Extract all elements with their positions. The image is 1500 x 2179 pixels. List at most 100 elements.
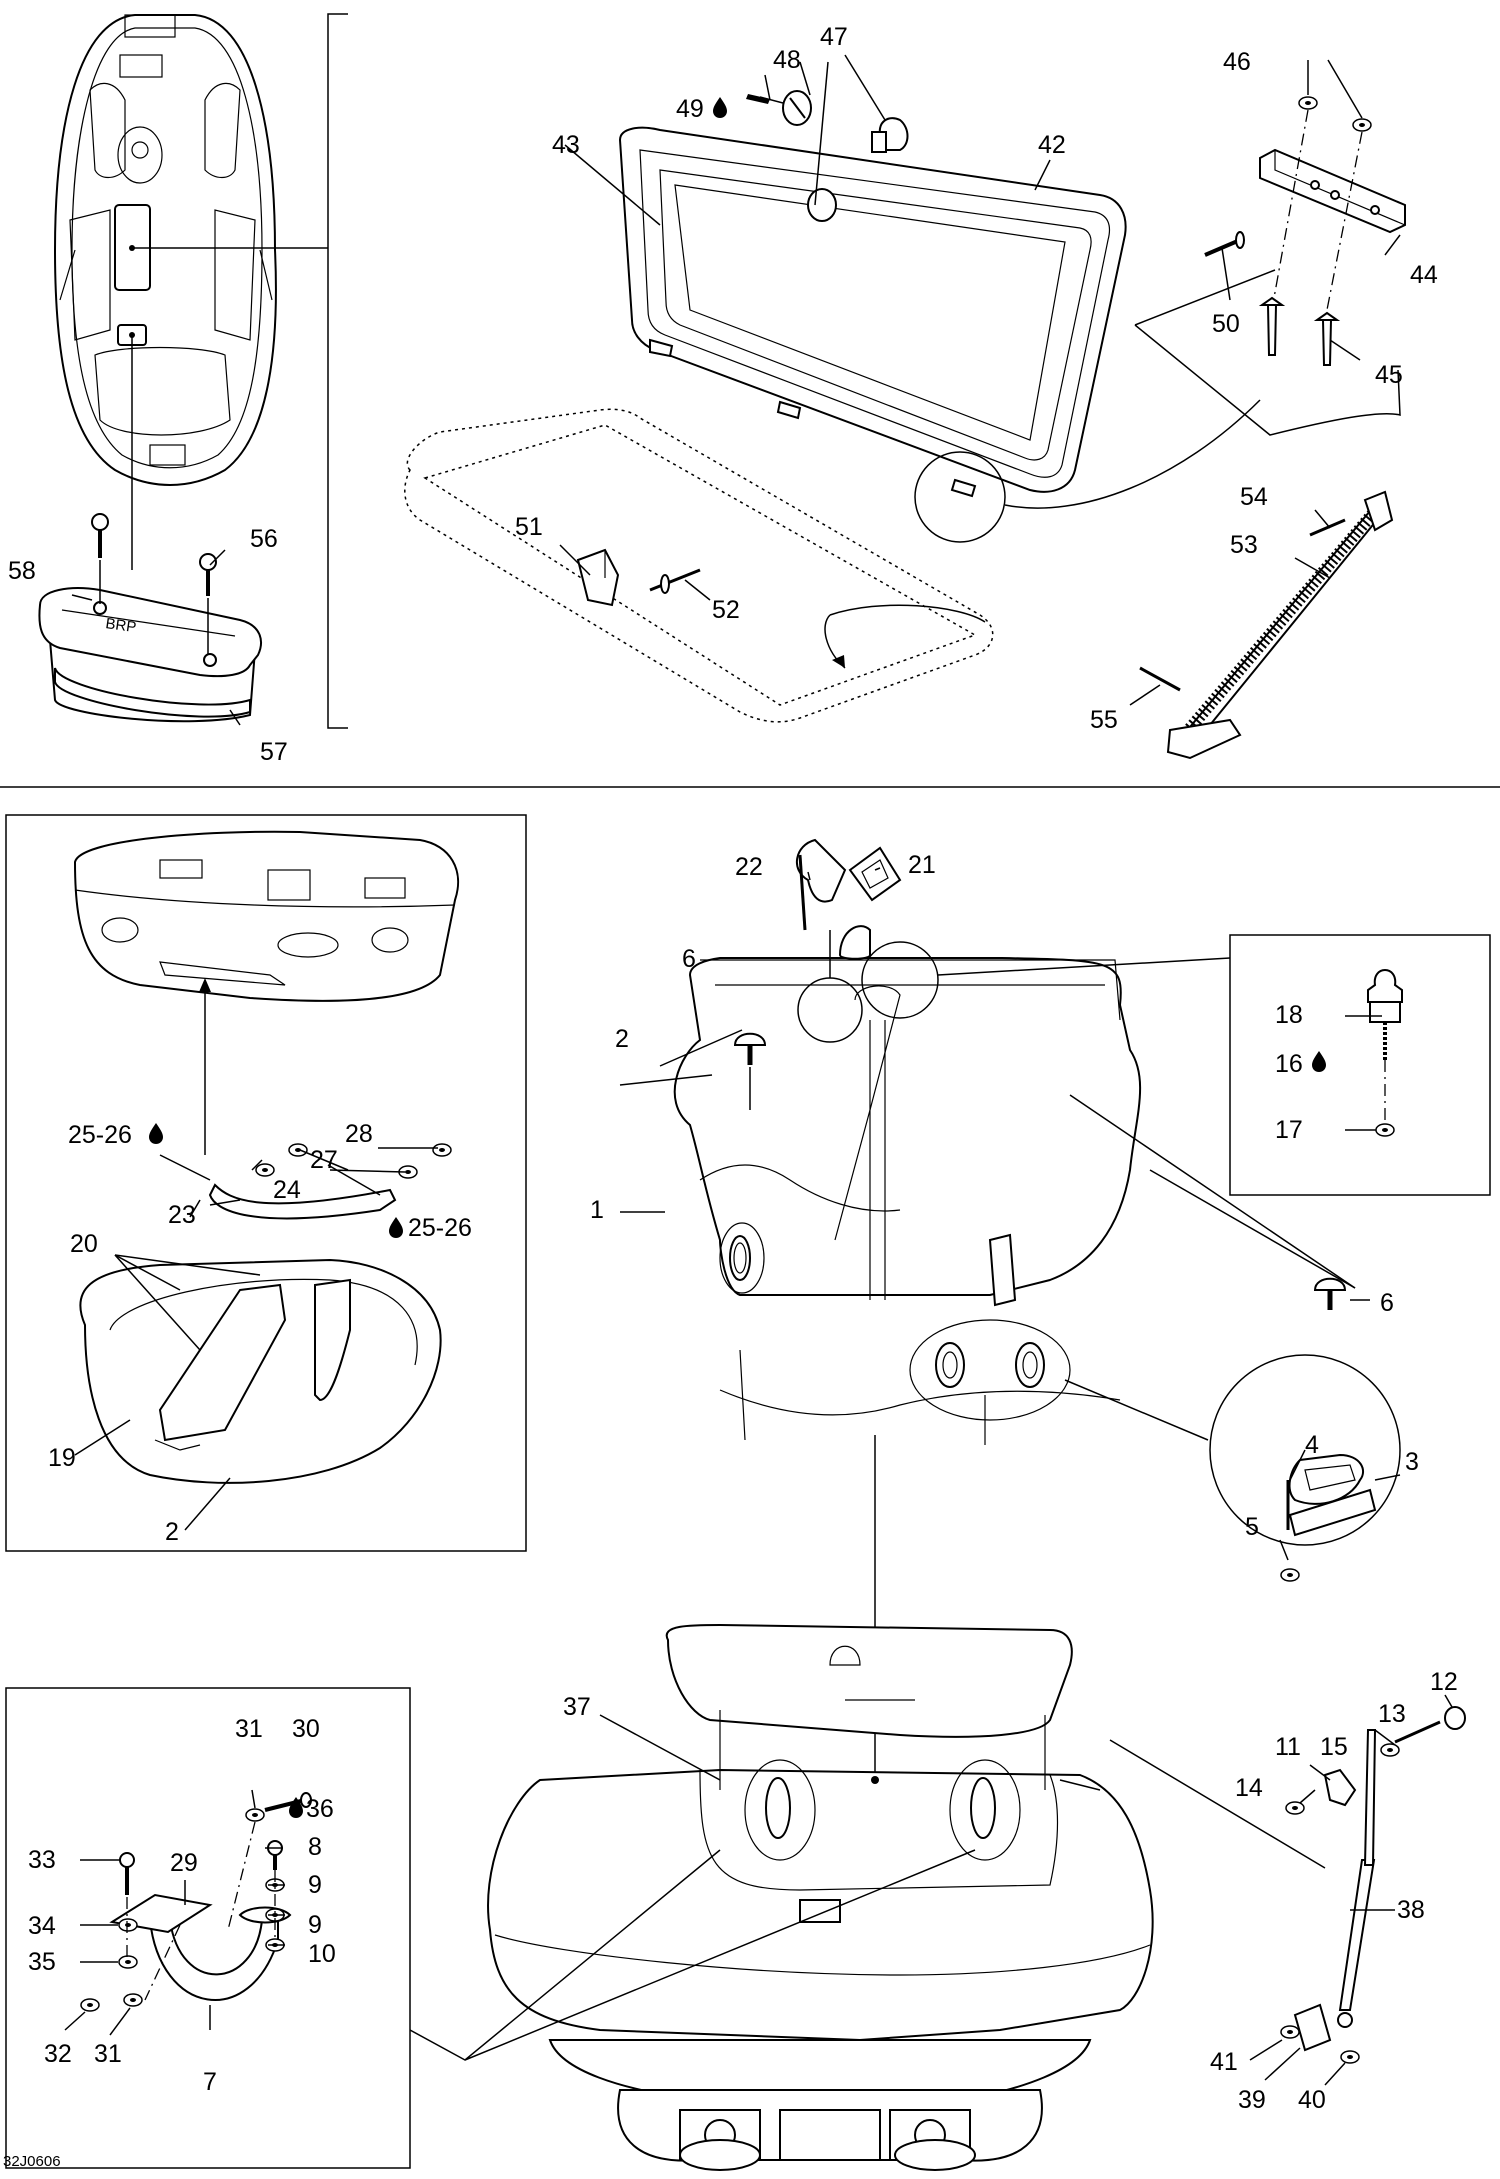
bracket-11 xyxy=(1323,1768,1357,1807)
callout-44: 44 xyxy=(1410,261,1438,289)
screw-33 xyxy=(119,1852,135,1895)
washer-27a xyxy=(255,1163,275,1177)
washer-31b xyxy=(123,1993,143,2007)
tie-base-21 xyxy=(848,846,902,902)
callout-39: 39 xyxy=(1238,2086,1266,2114)
motion-arrow xyxy=(824,604,986,669)
handle-7 xyxy=(148,1919,279,2001)
callout-11: 11 xyxy=(1275,1733,1301,1761)
callout-57: 57 xyxy=(260,738,288,766)
bolt-30 xyxy=(264,1792,312,1812)
detail-circle-16-18 xyxy=(861,941,939,1019)
callout-20: 20 xyxy=(70,1230,98,1258)
callout-8: 8 xyxy=(308,1833,322,1861)
callout-28: 28 xyxy=(345,1120,373,1148)
callout-32: 32 xyxy=(44,2040,72,2068)
push-rivet-6b xyxy=(1313,1277,1347,1310)
gas-spring-38 xyxy=(1337,1729,1377,2028)
callout-6-b: 6 xyxy=(1380,1289,1394,1317)
callout-9-b: 9 xyxy=(308,1911,322,1939)
main-bin-1 xyxy=(673,925,1142,1445)
callout-36: 36 xyxy=(306,1795,334,1823)
bracket-39 xyxy=(1293,2003,1332,2052)
callout-labels: 43 42 48 47 49 46 44 50 45 54 53 55 51 5… xyxy=(3,23,1458,2170)
callout-25-26-a: 25-26 xyxy=(68,1121,132,1149)
grommet-18 xyxy=(1367,969,1403,1060)
callout-24: 24 xyxy=(273,1176,301,1204)
callout-2-b: 2 xyxy=(165,1518,179,1546)
callout-48: 48 xyxy=(773,46,801,74)
callout-19: 19 xyxy=(48,1444,76,1472)
callout-52: 52 xyxy=(712,596,740,624)
callout-23: 23 xyxy=(168,1201,196,1229)
detail-frame xyxy=(1134,269,1401,436)
screw-8 xyxy=(267,1840,283,1870)
callout-15: 15 xyxy=(1320,1733,1348,1761)
callout-38: 38 xyxy=(1397,1896,1425,1924)
detail-box-right xyxy=(1229,934,1491,1196)
callout-13: 13 xyxy=(1378,1700,1406,1728)
cable-tie-22 xyxy=(795,838,847,931)
callout-10: 10 xyxy=(308,1940,336,1968)
callout-41: 41 xyxy=(1210,2048,1238,2076)
rivet-50 xyxy=(1204,231,1245,257)
callout-29: 29 xyxy=(170,1849,198,1877)
spring-53 xyxy=(1166,490,1394,760)
stopper-51 xyxy=(576,548,620,607)
nut-14 xyxy=(1285,1801,1305,1815)
callout-47: 47 xyxy=(820,23,848,51)
cover-plate-logo: BRP xyxy=(104,615,137,636)
callout-7: 7 xyxy=(203,2068,217,2096)
hatch-lid xyxy=(618,126,1127,498)
hinge-strip xyxy=(1259,148,1406,234)
rivet-45a xyxy=(1258,296,1286,356)
rivet-54 xyxy=(1309,518,1346,537)
push-rivet-6a xyxy=(733,1032,767,1065)
callout-35: 35 xyxy=(28,1948,56,1976)
washer-28b xyxy=(432,1143,452,1157)
deck-top-view xyxy=(53,14,277,486)
washer-15 xyxy=(1380,1743,1400,1757)
callout-21: 21 xyxy=(908,851,936,879)
screw-13 xyxy=(1394,1720,1441,1744)
callout-31-a: 31 xyxy=(235,1715,263,1743)
callout-34: 34 xyxy=(28,1912,56,1940)
callout-43: 43 xyxy=(552,131,580,159)
callout-1: 1 xyxy=(590,1196,604,1224)
sealant-drop-icon xyxy=(1312,1051,1326,1072)
drawing-code: 32J0606 xyxy=(3,2153,61,2170)
callout-45: 45 xyxy=(1375,361,1403,389)
sealant-drop-icon xyxy=(713,97,727,118)
sealant-drop-icon xyxy=(149,1123,163,1144)
callout-58: 58 xyxy=(8,557,36,585)
callout-30: 30 xyxy=(292,1715,320,1743)
storage-bin-lid xyxy=(73,830,460,1002)
callout-53: 53 xyxy=(1230,531,1258,559)
storage-bin xyxy=(79,1258,442,1484)
callout-5: 5 xyxy=(1245,1513,1259,1541)
screw-56 xyxy=(199,553,217,596)
callout-50: 50 xyxy=(1212,310,1240,338)
sealant-drop-icon xyxy=(389,1217,403,1238)
detail-circle xyxy=(914,451,1006,543)
group-bracket xyxy=(327,13,348,729)
leader-lines xyxy=(64,54,1453,2086)
latch-knob xyxy=(746,90,812,126)
handle-23 xyxy=(208,1183,397,1220)
cover-plate: BRP xyxy=(38,587,262,723)
nut-35 xyxy=(118,1955,138,1969)
callout-9-a: 9 xyxy=(308,1871,322,1899)
washer-17 xyxy=(1375,1123,1395,1137)
callout-14: 14 xyxy=(1235,1774,1263,1802)
callout-46: 46 xyxy=(1223,48,1251,76)
washer-41 xyxy=(1280,2025,1300,2039)
callout-56: 56 xyxy=(250,525,278,553)
callout-42: 42 xyxy=(1038,131,1066,159)
callout-6-a: 6 xyxy=(682,945,696,973)
callout-33: 33 xyxy=(28,1846,56,1874)
callout-12: 12 xyxy=(1430,1668,1458,1696)
callout-31-b: 31 xyxy=(94,2040,122,2068)
callout-2-a: 2 xyxy=(615,1025,629,1053)
